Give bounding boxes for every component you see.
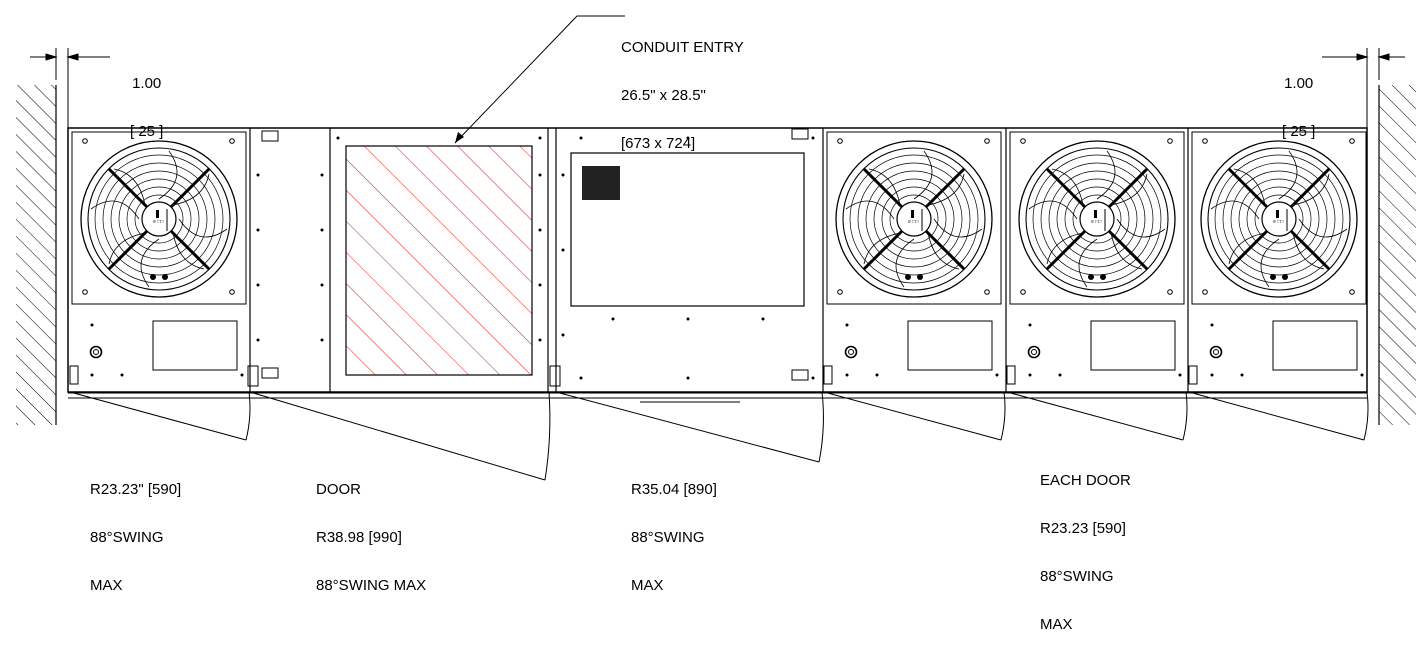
fan-module-1 <box>72 132 246 304</box>
right-clearance-mm: [ 25 ] <box>1282 123 1316 140</box>
left-clearance-dimension <box>30 48 110 128</box>
door-swing-arcs <box>69 391 1369 481</box>
right-clearance-inch: 1.00 <box>1284 75 1314 92</box>
left-wall-hatch <box>16 85 56 425</box>
left-clearance-inch: 1.00 <box>132 75 162 92</box>
panel-door-callout: R35.04 [890] 88°SWING MAX <box>631 481 717 594</box>
conduit-entry-callout: CONDUIT ENTRY 26.5" x 28.5" [673 x 724] <box>621 39 744 152</box>
front-elevation-drawing: ≡ □□ <box>16 15 1416 481</box>
right-wall-hatch <box>1379 85 1416 425</box>
right-clearance-label: 1.00 [ 25 ] <box>1282 44 1315 156</box>
fan-doors-callout: EACH DOOR R23.23 [590] 88°SWING MAX <box>1040 472 1131 633</box>
unit-outline <box>67 127 1368 393</box>
conduit-entry-area <box>345 145 533 376</box>
left-clearance-label: 1.00 [ 25 ] <box>130 44 163 156</box>
left-door-callout: R23.23" [590] 88°SWING MAX <box>90 481 182 594</box>
fan-module-4 <box>1192 132 1366 304</box>
electrical-panel <box>570 152 805 307</box>
fan-module-2 <box>827 132 1001 304</box>
vent-grille <box>582 166 620 200</box>
left-clearance-mm: [ 25 ] <box>130 123 164 140</box>
fan-module-3 <box>1010 132 1184 304</box>
center-door-callout: DOOR R38.98 [990] 88°SWING MAX <box>316 481 427 594</box>
conduit-leader <box>454 15 625 144</box>
right-clearance-dimension <box>1322 48 1405 128</box>
